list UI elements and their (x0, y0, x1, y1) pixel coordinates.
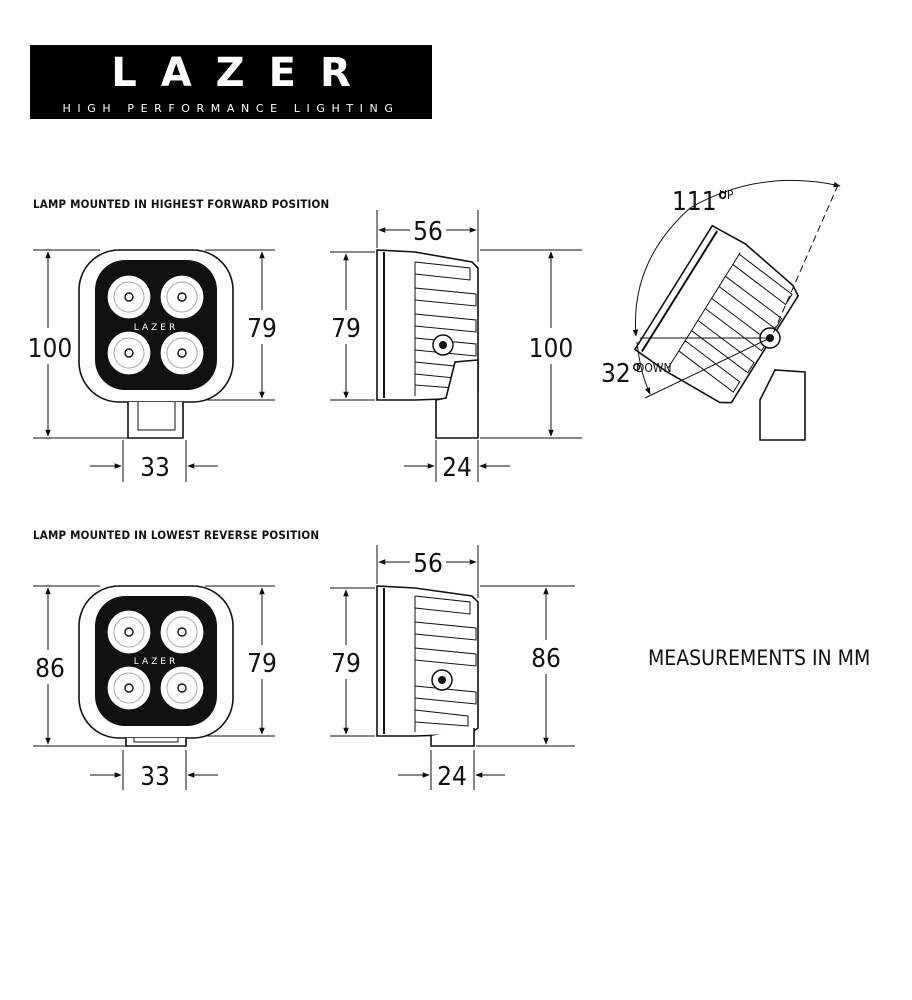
units-note: MEASUREMENTS IN MM (648, 646, 871, 670)
logo-tagline: HIGH PERFORMANCE LIGHTING (62, 102, 400, 115)
dim-lens-height: 79 (247, 649, 277, 679)
tilt-view: 111° UP 32° DOWN (601, 179, 841, 441)
logo-wordmark: LAZER (111, 50, 375, 96)
front-view-forward: LAZER 100 79 33 (28, 249, 278, 483)
section-title-forward: LAMP MOUNTED IN HIGHEST FORWARD POSITION (33, 197, 330, 211)
dim-bracket-width: 24 (442, 453, 472, 483)
dim-lens-height: 79 (331, 314, 361, 344)
down-angle: 32° (601, 359, 642, 389)
section-title-reverse: LAMP MOUNTED IN LOWEST REVERSE POSITION (33, 528, 320, 542)
dim-lens-height: 79 (247, 314, 277, 344)
dim-height: 86 (35, 654, 65, 684)
side-view-reverse: 56 79 86 24 (330, 545, 575, 792)
up-angle: 111° (672, 187, 728, 217)
down-label: DOWN (636, 361, 672, 375)
lazer-logo: LAZER HIGH PERFORMANCE LIGHTING (30, 45, 432, 119)
dim-bracket-width: 33 (140, 762, 170, 792)
dim-height: 100 (28, 334, 73, 364)
dim-height: 100 (529, 334, 574, 364)
front-view-reverse: LAZER 86 79 33 (33, 585, 278, 792)
dim-height: 86 (531, 644, 561, 674)
lens-badge: LAZER (134, 323, 178, 333)
dim-bracket-width: 24 (437, 762, 467, 792)
dim-depth: 56 (413, 549, 443, 579)
side-view-forward: 56 79 100 24 (330, 210, 582, 483)
dim-bracket-width: 33 (140, 453, 170, 483)
lens-badge: LAZER (134, 657, 178, 667)
dim-depth: 56 (413, 217, 443, 247)
up-label: UP (719, 188, 734, 202)
dim-lens-height: 79 (331, 649, 361, 679)
